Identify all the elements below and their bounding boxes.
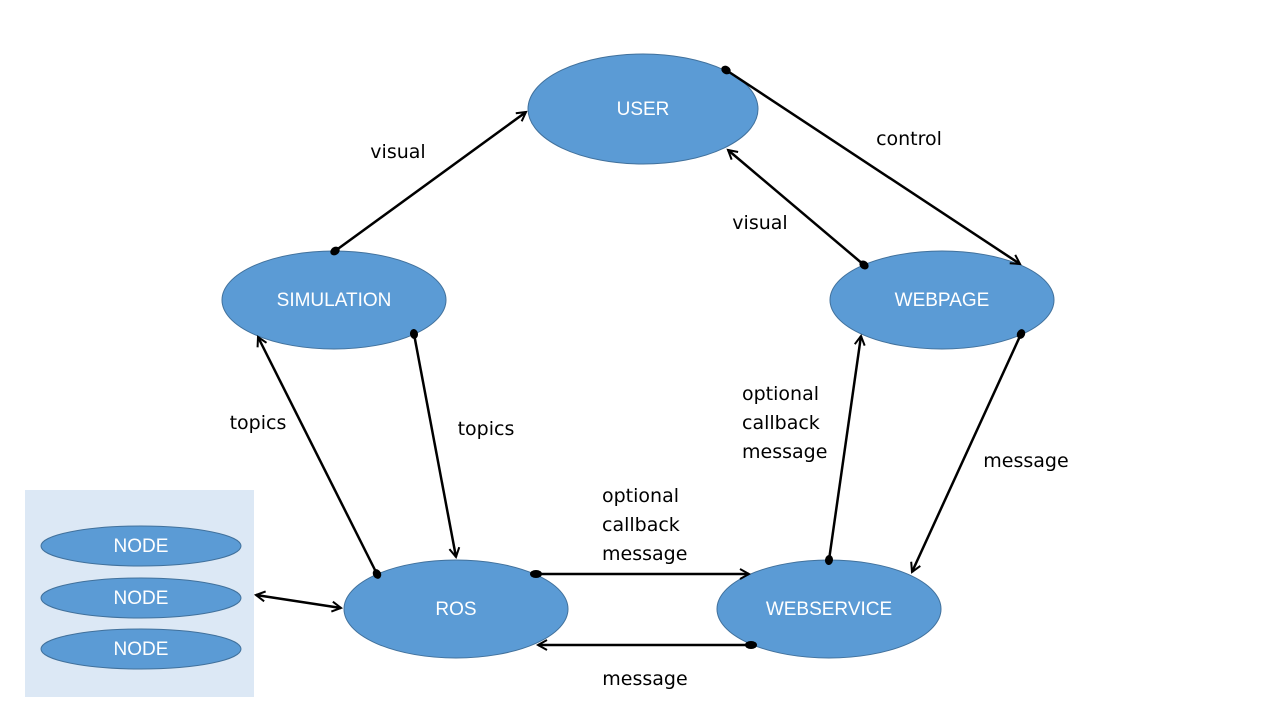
node-user-label: USER <box>617 99 670 120</box>
node-panel: NODE NODE NODE <box>25 490 254 697</box>
label-user-to-webpage: control <box>876 128 942 150</box>
label-ros-to-webservice-line-2: callback <box>602 514 680 536</box>
node-webservice-label: WEBSERVICE <box>766 599 892 620</box>
node-simulation: SIMULATION <box>221 250 447 350</box>
node-ros-label: ROS <box>435 599 476 620</box>
edge-webservice-to-webpage-origin-dot <box>824 555 834 565</box>
label-webservice-to-webpage-line-1: optional <box>742 383 819 405</box>
edge-sim-to-ros <box>409 329 456 557</box>
label-sim-to-user: visual <box>370 141 425 163</box>
edge-webservice-to-ros <box>538 641 757 649</box>
label-webpage-to-webservice: message <box>983 450 1068 472</box>
edge-panel-ros <box>256 595 341 608</box>
panel-node-3: NODE <box>40 628 242 670</box>
label-webservice-to-webpage: optional callback message <box>742 383 827 463</box>
label-sim-to-ros: topics <box>458 418 515 440</box>
edge-ros-to-sim-origin-dot <box>372 569 382 579</box>
edge-ros-to-webservice <box>530 570 749 578</box>
edge-ros-to-webservice-origin-dot <box>530 570 542 578</box>
label-webpage-to-user: visual <box>732 212 787 234</box>
node-webservice: WEBSERVICE <box>716 559 942 659</box>
node-ros: ROS <box>343 559 569 659</box>
edge-sim-to-ros-origin-dot <box>409 329 419 339</box>
edge-ros-to-sim <box>258 337 382 579</box>
edge-webservice-to-webpage <box>824 336 861 565</box>
label-webservice-to-webpage-line-2: callback <box>742 412 820 434</box>
node-user: USER <box>527 53 759 165</box>
edge-user-to-webpage <box>721 65 1020 264</box>
edge-webservice-to-ros-origin-dot <box>745 641 757 649</box>
edge-user-to-webpage-origin-dot <box>721 65 731 75</box>
label-ros-to-sim: topics <box>230 412 287 434</box>
node-simulation-label: SIMULATION <box>277 290 392 311</box>
edge-webpage-to-user <box>728 150 869 270</box>
label-webservice-to-ros: message <box>602 668 687 690</box>
label-ros-to-webservice-line-1: optional <box>602 485 679 507</box>
label-webservice-to-webpage-line-3: message <box>742 441 827 463</box>
label-ros-to-webservice-line-3: message <box>602 543 687 565</box>
edge-webpage-to-webservice <box>912 329 1026 572</box>
edge-sim-to-user <box>330 112 526 256</box>
node-webpage: WEBPAGE <box>829 250 1055 350</box>
edge-webpage-to-user-origin-dot <box>859 260 869 270</box>
label-ros-to-webservice: optional callback message <box>602 485 687 565</box>
panel-node-1: NODE <box>40 525 242 567</box>
panel-node-2-label: NODE <box>114 588 169 609</box>
edge-webpage-to-webservice-origin-dot <box>1016 329 1026 339</box>
panel-node-1-label: NODE <box>114 536 169 557</box>
panel-node-3-label: NODE <box>114 639 169 660</box>
panel-node-2: NODE <box>40 577 242 619</box>
edge-sim-to-user-origin-dot <box>330 246 340 256</box>
node-webpage-label: WEBPAGE <box>895 290 990 311</box>
